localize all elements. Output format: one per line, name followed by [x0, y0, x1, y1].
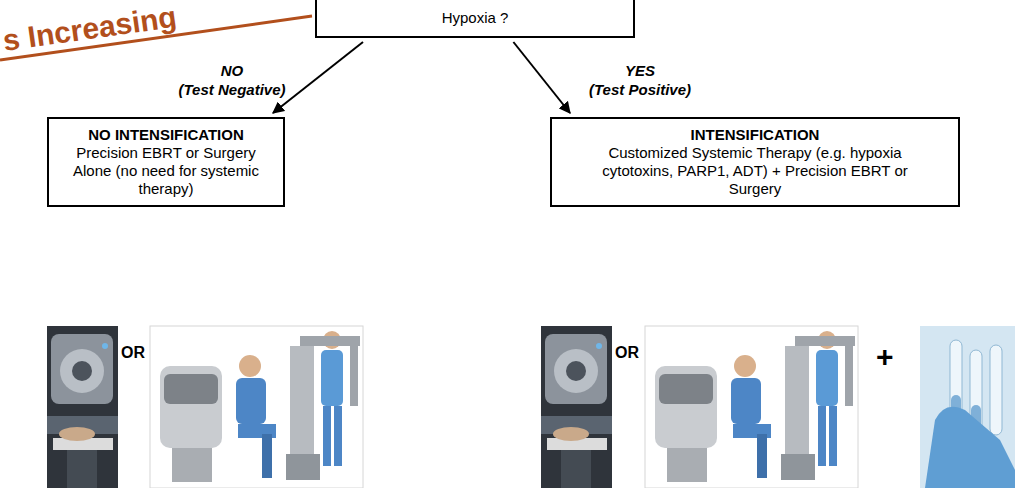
outcome-box: NO INTENSIFICATIONPrecision EBRT or Surg…: [47, 117, 285, 207]
surgery-photo: [645, 326, 858, 488]
outcome-box: INTENSIFICATIONCustomized Systemic Thera…: [550, 117, 960, 207]
surgery-photo: [150, 326, 363, 488]
box-heading: Hypoxia ?: [442, 9, 509, 27]
box-body: Customized Systemic Therapy (e.g. hypoxi…: [602, 144, 908, 198]
branch-arrow: [513, 42, 570, 113]
branch-note: (Test Negative): [179, 82, 286, 97]
test-tube-photo: [920, 326, 1015, 488]
question-box: Hypoxia ?: [315, 0, 635, 38]
plus-sign: +: [876, 342, 894, 372]
branch-note: (Test Positive): [589, 82, 691, 97]
branch-label: YES: [625, 63, 655, 78]
banner-text: s Increasing: [1, 2, 179, 56]
box-body: Precision EBRT or Surgery Alone (no need…: [57, 144, 275, 198]
box-heading: INTENSIFICATION: [691, 126, 820, 144]
radiotherapy-photo: [47, 326, 118, 488]
or-text: OR: [121, 345, 145, 361]
branch-arrow: [273, 42, 363, 113]
radiotherapy-photo: [541, 326, 612, 488]
or-text: OR: [615, 345, 639, 361]
branch-label: NO: [221, 63, 244, 78]
box-heading: NO INTENSIFICATION: [88, 126, 244, 144]
